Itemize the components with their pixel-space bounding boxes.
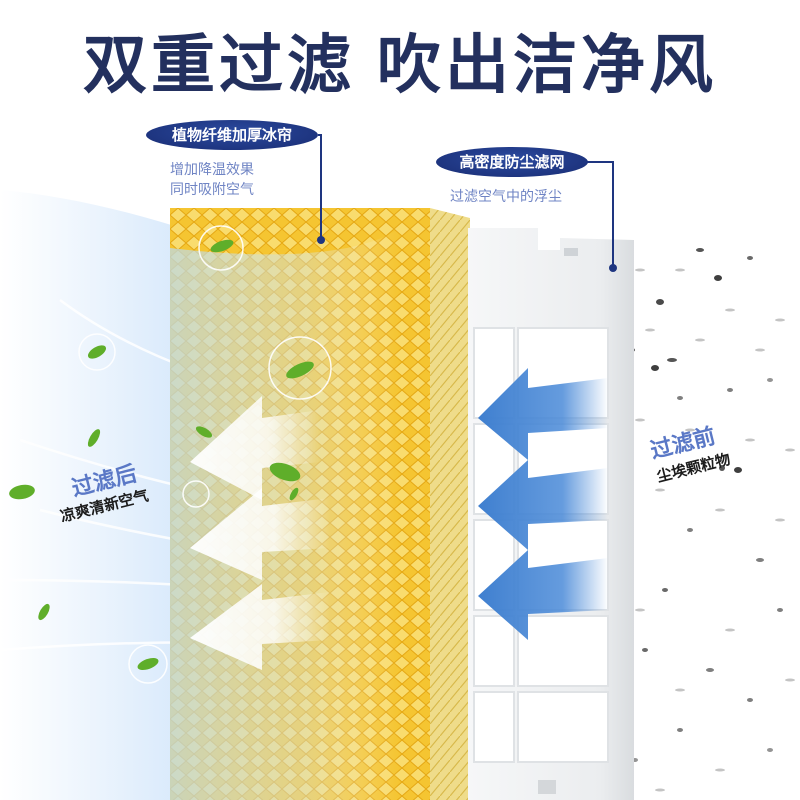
headline-part-2: 吹出洁净风 [377,29,717,103]
headline-part-1: 双重过滤 [83,29,355,103]
leader-line [612,161,614,265]
desc-line: 过滤空气中的浮尘 [450,189,562,205]
callout-cooling-pad-desc: 增加降温效果 同时吸附空气 [170,160,254,200]
desc-line: 同时吸附空气 [170,182,254,198]
leader-line [586,161,614,163]
page-title: 双重过滤吹出洁净风 [0,28,800,104]
bubble-icon [78,225,332,684]
leader-line [320,134,322,238]
dust-filter [468,228,634,800]
callout-dust-filter-desc: 过滤空气中的浮尘 [450,187,562,207]
callout-cooling-pad-label: 植物纤维加厚冰帘 [146,120,318,150]
callout-dust-filter-label: 高密度防尘滤网 [436,147,588,177]
arrow-left-icon [190,396,330,670]
leader-dot [609,264,617,272]
leader-dot [317,236,325,244]
leaf-icon [9,239,314,671]
desc-line: 增加降温效果 [170,162,254,178]
